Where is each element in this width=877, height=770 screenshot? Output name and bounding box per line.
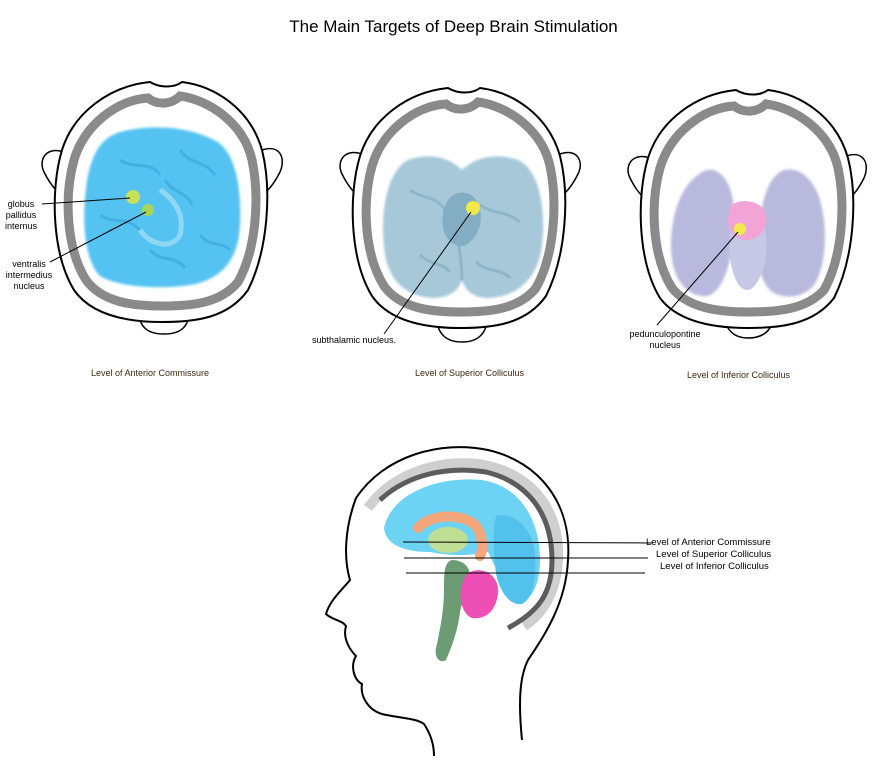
- corpus-callosum: [413, 511, 488, 561]
- brain-folds: [409, 188, 521, 281]
- target-vim: [142, 204, 154, 216]
- axial-panel-inferior-colliculus: [627, 88, 867, 339]
- sagittal-level-superior-colliculus: Level of Superior Colliculus: [656, 549, 772, 560]
- skull-arc-dark: [378, 467, 555, 631]
- level-line-anterior-commissure: [402, 541, 653, 544]
- brainstem: [729, 221, 767, 290]
- diagram-title: The Main Targets of Deep Brain Stimulati…: [289, 17, 618, 36]
- leader-stn: [383, 211, 472, 335]
- target-ppn: [734, 223, 746, 235]
- axial-panel-anterior-commissure: [41, 80, 283, 335]
- sagittal-level-inferior-colliculus: Level of Inferior Colliculus: [660, 561, 769, 572]
- cerebellum-right: [757, 169, 825, 297]
- label-globus-pallidus-internus: globus pallidus internus: [4, 199, 38, 231]
- sagittal-level-anterior-commissure: Level of Anterior Commissure: [646, 537, 771, 548]
- label-ventralis-intermedius-nucleus: ventralis intermedius nucleus: [5, 259, 53, 291]
- brain-highlight: [137, 187, 184, 247]
- head-profile-outline: [324, 446, 570, 757]
- caption-superior-colliculus: Level of Superior Colliculus: [415, 368, 525, 378]
- sagittal-head-view: [324, 446, 653, 757]
- leader-vim: [49, 211, 147, 263]
- label-pedunculopontine-nucleus: pedunculopontine nucleus: [629, 329, 701, 350]
- skull-arc-light: [363, 458, 564, 631]
- brain-folds: [99, 149, 232, 270]
- leader-gpi: [41, 197, 131, 205]
- brain-tissue: [84, 127, 241, 288]
- label-subthalamic-nucleus: subthalamic nucleus.: [312, 335, 397, 345]
- pons-sagittal: [460, 570, 499, 619]
- brainstem-sagittal: [435, 560, 470, 662]
- target-gpi: [126, 190, 140, 204]
- caption-anterior-commissure: Level of Anterior Commissure: [91, 368, 210, 378]
- thalamus: [428, 527, 468, 553]
- cerebellum-left: [670, 169, 735, 297]
- leader-ppn: [656, 231, 739, 326]
- cerebellum: [493, 515, 536, 605]
- caption-inferior-colliculus: Level of Inferior Colliculus: [687, 370, 791, 380]
- target-stn: [466, 201, 480, 215]
- axial-panel-superior-colliculus: [339, 86, 581, 343]
